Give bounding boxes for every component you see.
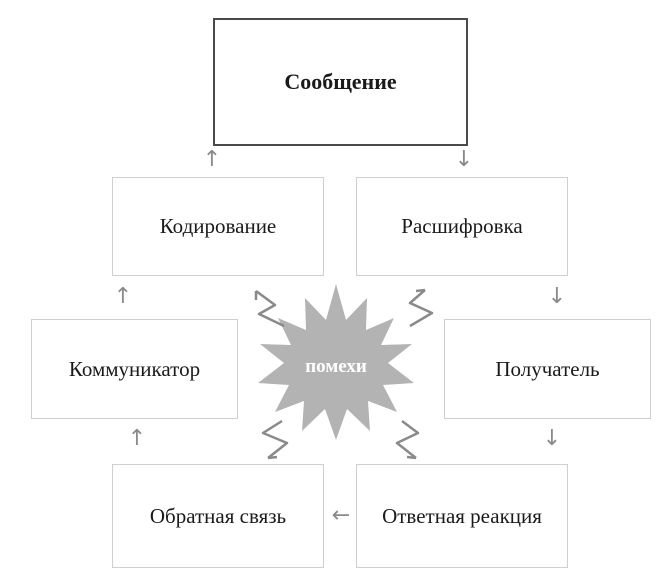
- communicator-box: Коммуникатор: [31, 319, 238, 419]
- arrow-down-icon: ↓: [547, 284, 567, 309]
- lightning-lower-left-icon: [261, 419, 289, 460]
- arrow-up-icon: ↑: [202, 147, 222, 172]
- arrow-down-icon: ↓: [454, 147, 474, 172]
- receiver-box: Получатель: [444, 319, 651, 419]
- feedback-box: Обратная связь: [112, 464, 324, 568]
- decoding-box: Расшифровка: [356, 177, 568, 276]
- encoding-box: Кодирование: [112, 177, 324, 276]
- noise-label: помехи: [305, 356, 367, 377]
- arrow-up-icon: ↑: [127, 426, 147, 451]
- message-box: Сообщение: [213, 18, 468, 146]
- arrow-down-icon: ↓: [542, 426, 562, 451]
- response-box: Ответная реакция: [356, 464, 568, 568]
- lightning-upper-left-icon: [254, 289, 285, 328]
- lightning-lower-right-icon: [395, 420, 420, 460]
- arrow-left-icon: ←: [331, 503, 351, 528]
- lightning-upper-right-icon: [408, 288, 434, 328]
- arrow-up-icon: ↑: [113, 284, 133, 309]
